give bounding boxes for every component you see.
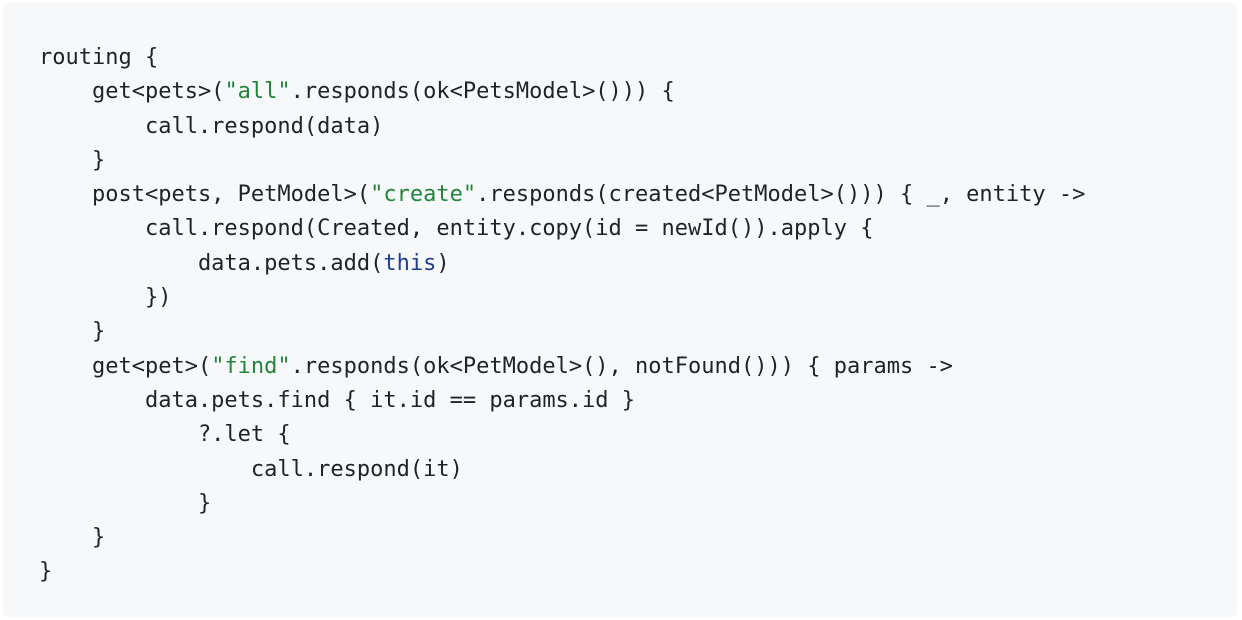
code-line: call.respond(Created, entity.copy(id = n… [39, 212, 1237, 246]
code-token: post<pets, PetModel>( [39, 182, 371, 208]
code-line: } [39, 144, 1237, 178]
code-token: }) [39, 285, 172, 311]
code-token: get<pet>( [39, 353, 212, 379]
code-line: call.respond(it) [39, 453, 1237, 487]
code-line: } [39, 315, 1237, 349]
code-line: data.pets.find { it.id == params.id } [39, 384, 1237, 418]
code-token: get<pets>( [39, 79, 225, 105]
code-token: } [39, 490, 212, 516]
code-line: data.pets.add(this) [39, 247, 1237, 281]
code-token: call.respond(data) [39, 113, 384, 139]
code-line: get<pet>("find".responds(ok<PetModel>(),… [39, 350, 1237, 384]
code-token: } [39, 559, 53, 585]
keyword-token: this [383, 250, 437, 276]
code-line: routing { [39, 41, 1237, 75]
code-line: } [39, 487, 1237, 521]
code-line: } [39, 521, 1237, 555]
code-line: get<pets>("all".responds(ok<PetsModel>()… [39, 75, 1237, 109]
code-token: data.pets.add( [39, 250, 384, 276]
string-literal: "all" [224, 79, 291, 105]
code-token: ?.let { [39, 422, 291, 448]
code-token: } [39, 525, 106, 551]
string-literal: "create" [370, 182, 477, 208]
code-token: .responds(ok<PetsModel>())) { [290, 79, 675, 105]
code-token: .responds(ok<PetModel>(), notFound())) {… [290, 353, 953, 379]
code-line: }) [39, 281, 1237, 315]
code-token: data.pets.find { it.id == params.id } [39, 387, 636, 413]
string-literal: "find" [211, 353, 291, 379]
code-token: routing { [39, 45, 159, 70]
code-line: } [39, 555, 1237, 589]
code-line: ?.let { [39, 418, 1237, 452]
code-token: ) [436, 250, 450, 276]
code-token: call.respond(Created, entity.copy(id = n… [39, 216, 874, 242]
code-token: } [39, 319, 106, 345]
code-block: routing { get<pets>("all".responds(ok<Pe… [3, 3, 1237, 617]
code-token: } [39, 147, 106, 173]
code-token: .responds(created<PetModel>())) { _, ent… [476, 182, 1086, 208]
code-token: call.respond(it) [39, 456, 463, 482]
code-line: post<pets, PetModel>("create".responds(c… [39, 178, 1237, 212]
code-line: call.respond(data) [39, 110, 1237, 144]
